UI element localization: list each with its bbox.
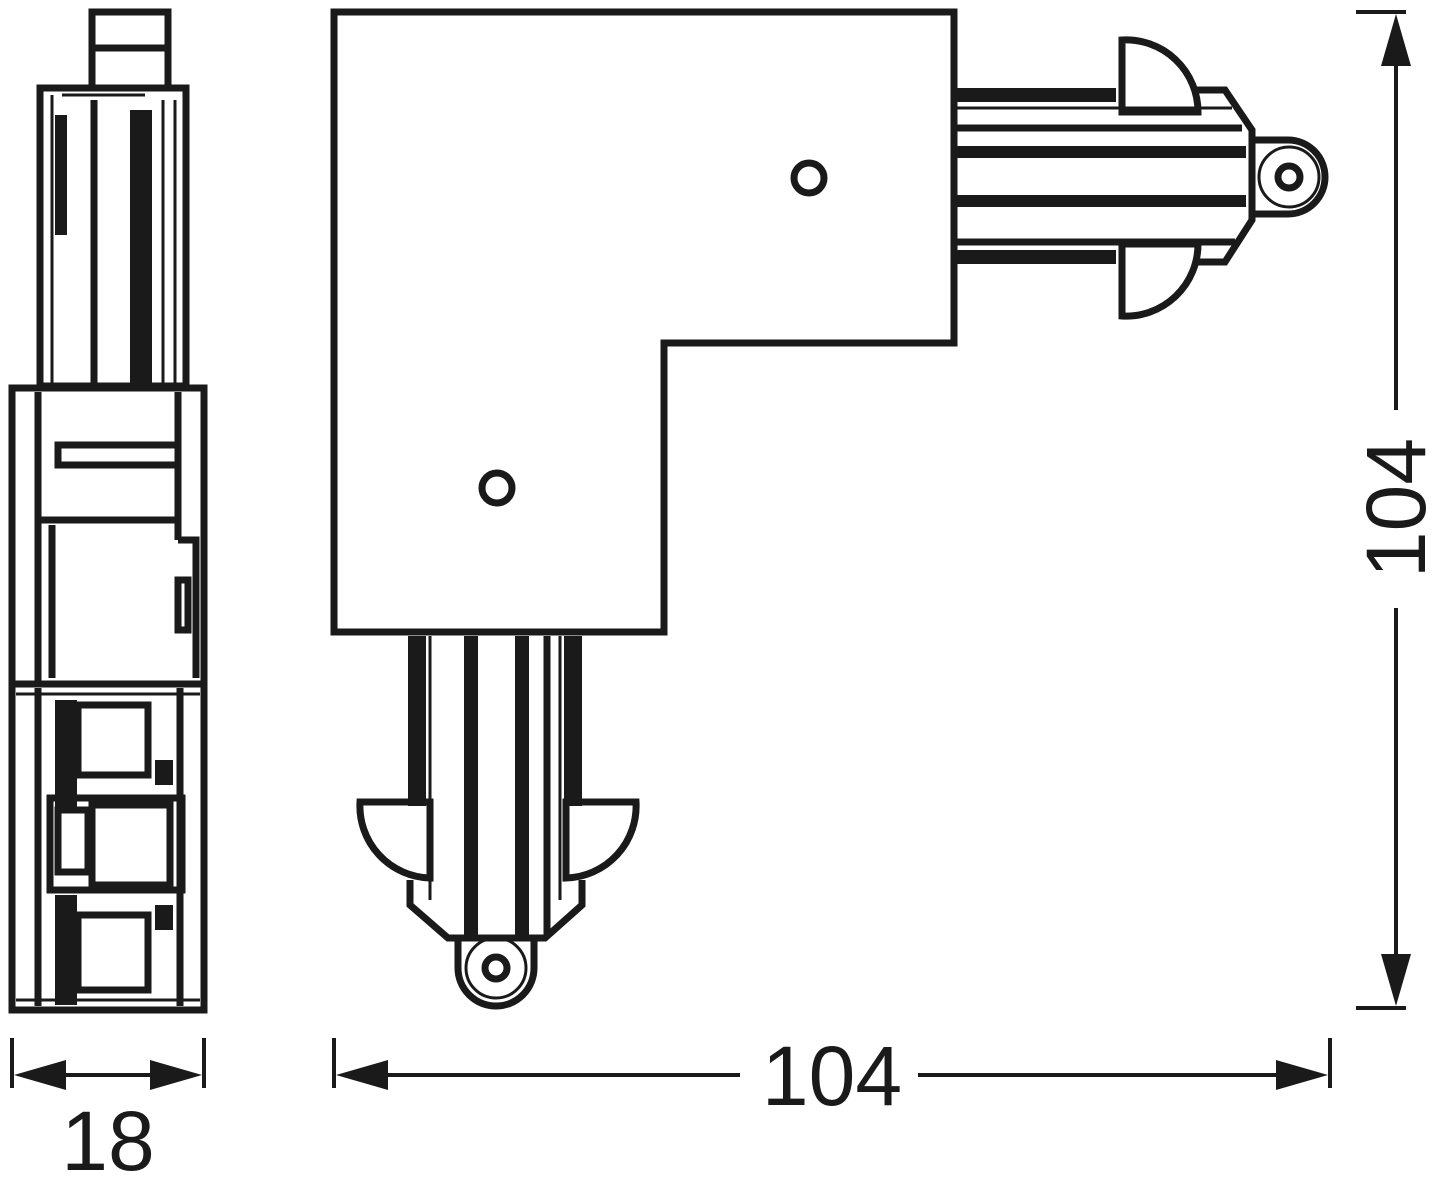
right-track-adapter <box>956 36 1329 320</box>
side-view <box>8 8 208 1014</box>
screw-hole-lower <box>478 469 516 507</box>
screw-hole-upper <box>790 159 828 197</box>
dimension-label-18: 18 <box>61 1094 154 1187</box>
dimension-width-side: 18 <box>10 1038 206 1187</box>
top-view <box>330 8 1329 1010</box>
dimension-height-top: 104 <box>1349 10 1440 1010</box>
dimension-label-104-horizontal: 104 <box>762 1029 902 1123</box>
bottom-track-adapter <box>356 636 640 1010</box>
dimension-label-104-vertical: 104 <box>1349 438 1440 578</box>
dimension-width-top: 104 <box>332 1029 1332 1123</box>
